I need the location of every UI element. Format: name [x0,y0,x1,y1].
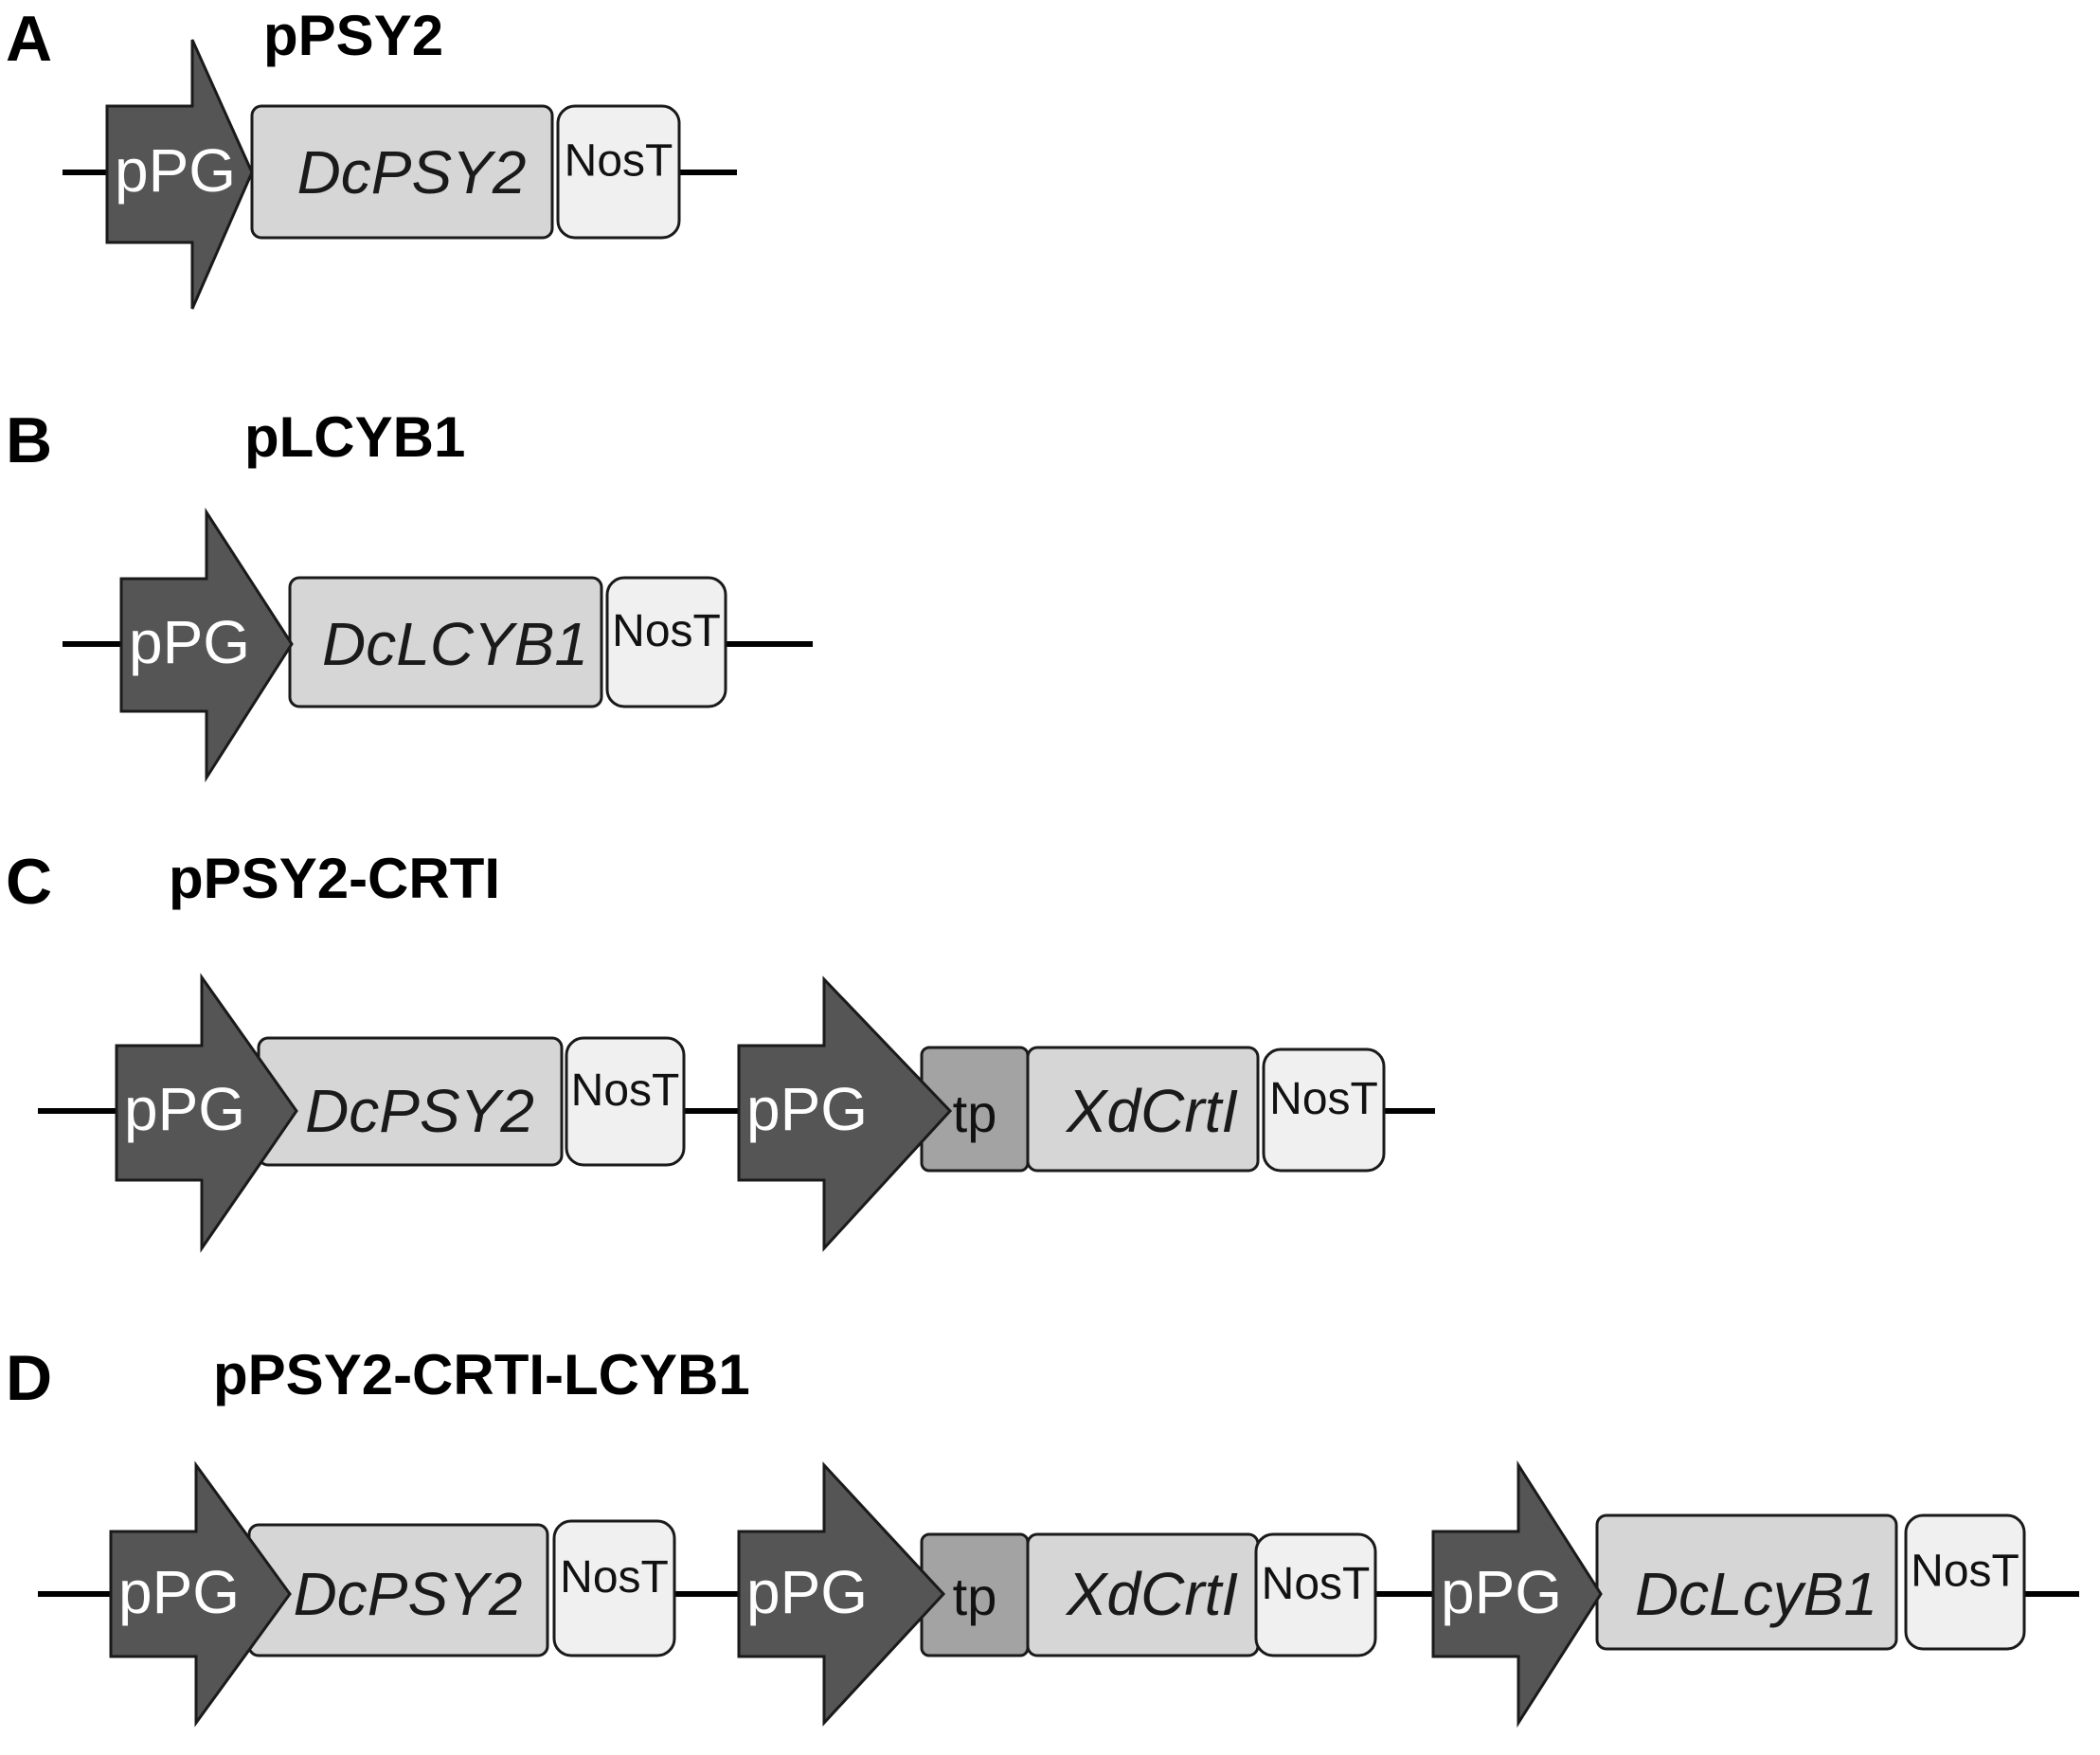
promoter-arrow [737,976,953,1252]
panel-letter: C [6,846,52,918]
terminator-label: NosT [1269,1074,1378,1124]
promoter-label: pPG [746,1558,868,1626]
promoter-label: pPG [115,136,236,205]
terminator-label: NosT [560,1552,669,1603]
terminator-box [1262,1048,1386,1173]
promoter-label: pPG [124,1075,245,1143]
promoter-label: pPG [129,608,250,676]
expression-cassette: pPG DcLCYB1 NosT [119,507,727,783]
expression-cassette: pPG tp XdCrtI NosT [737,976,1386,1252]
expression-cassette: pPG DcLcyB1 NosT [1431,1460,2026,1728]
terminator-box [552,1519,676,1657]
terminator-label: NosT [1262,1559,1371,1609]
gene-label: XdCrtI [1065,1077,1239,1145]
gene-label: DcPSY2 [297,138,527,206]
promoter-arrow [115,973,298,1253]
panel-letter: B [6,404,52,476]
construct-name: pLCYB1 [244,405,465,469]
promoter-label: pPG [1441,1558,1562,1626]
terminator-box [1904,1513,2026,1651]
expression-cassette: pPG DcPSY2 NosT [109,1460,676,1728]
gene-label: DcPSY2 [294,1560,523,1628]
terminator-box [565,1036,686,1167]
expression-cassette: pPG DcPSY2 NosT [115,973,686,1253]
gene-label: DcLcyB1 [1635,1560,1877,1628]
terminator-label: NosT [565,136,673,187]
promoter-arrow [1431,1460,1603,1728]
promoter-arrow [737,1461,946,1727]
construct-name: pPSY2-CRTI [169,847,500,910]
transit-peptide-label: tp [953,1567,997,1626]
construct-name: pPSY2-CRTI-LCYB1 [213,1343,750,1406]
terminator-label: NosT [1911,1547,2019,1597]
panel-letter: D [6,1342,52,1414]
terminator-label: NosT [571,1066,680,1116]
terminator-box [605,576,727,708]
expression-cassette: pPG DcPSY2 NosT [105,39,681,310]
terminator-box [556,104,681,240]
promoter-label: pPG [118,1558,240,1626]
gene-label: DcLCYB1 [322,610,588,678]
promoter-label: pPG [746,1075,868,1143]
gene-box [1595,1513,1898,1651]
expression-cassette: pPG tp XdCrtI NosT [737,1461,1377,1727]
promoter-arrow [109,1460,292,1728]
construct-name: pPSY2 [263,4,443,67]
terminator-box [1254,1532,1377,1657]
gene-label: XdCrtI [1065,1560,1239,1628]
terminator-label: NosT [612,606,721,656]
panel-letter: A [6,3,52,75]
gene-label: DcPSY2 [305,1077,534,1145]
promoter-arrow [105,39,254,310]
promoter-arrow [119,507,294,783]
transit-peptide-label: tp [953,1083,997,1143]
